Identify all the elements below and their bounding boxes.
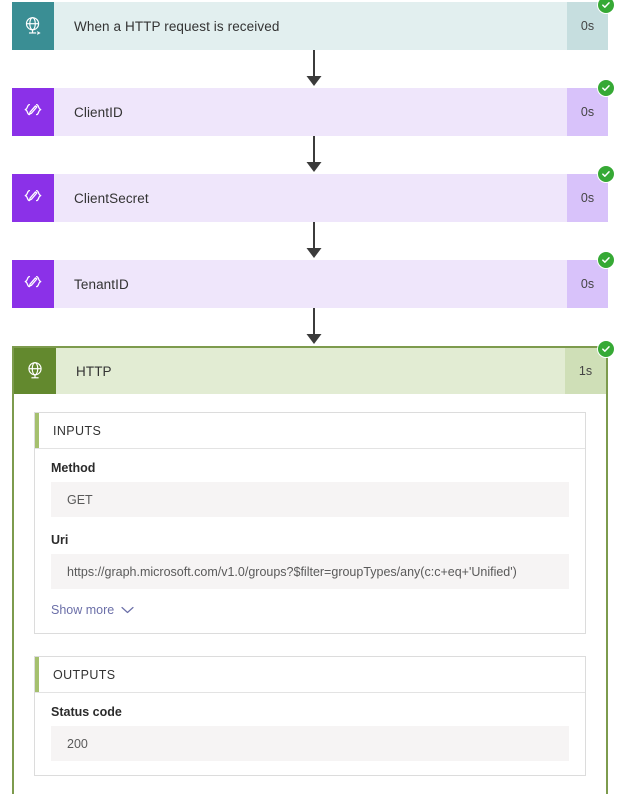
inputs-panel-header[interactable]: INPUTS [35,413,585,449]
flow-node-title: When a HTTP request is received [54,2,567,50]
inputs-label: INPUTS [53,423,102,438]
globe-http-icon [14,348,56,394]
field-value[interactable]: 200 [51,726,569,761]
inputs-panel-content: Method GET Uri https://graph.microsoft.c… [35,449,585,633]
panel-accent-bar [35,413,39,448]
status-badge-success [597,340,615,358]
field-value[interactable]: GET [51,482,569,517]
field-label: Uri [51,533,69,547]
show-more-label: Show more [51,603,115,617]
panel-accent-bar [35,657,39,692]
flow-node-title: ClientID [54,88,567,136]
field-label: Method [51,461,96,475]
http-details-body: INPUTS Method GET Uri https://graph.micr… [14,394,606,776]
outputs-panel-header[interactable]: OUTPUTS [35,657,585,693]
status-badge-success [597,79,615,97]
flow-connector-arrow [303,308,325,346]
flow-node-tenantid[interactable]: TenantID 0s [12,260,608,308]
compose-braces-pencil-icon [12,88,54,136]
outputs-panel: OUTPUTS Status code 200 [34,656,586,776]
flow-node-clientsecret[interactable]: ClientSecret 0s [12,174,608,222]
flow-connector-arrow [303,222,325,260]
flow-connector-arrow [303,136,325,174]
status-badge-success [597,251,615,269]
outputs-panel-content: Status code 200 [35,693,585,775]
show-more-button[interactable]: Show more [51,603,134,617]
field-label: Status code [51,705,122,719]
flow-node-title: HTTP [56,348,565,394]
chevron-down-icon [121,606,134,614]
flow-node-http-expanded: HTTP 1s INPUTS Method GET Uri https:/ [12,346,608,794]
flow-node-duration: 0s [567,174,608,222]
globe-request-icon [12,2,54,50]
flow-node-title: ClientSecret [54,174,567,222]
status-badge-success [597,0,615,14]
inputs-panel: INPUTS Method GET Uri https://graph.micr… [34,412,586,634]
flow-node-trigger[interactable]: When a HTTP request is received 0s [12,2,608,50]
field-value[interactable]: https://graph.microsoft.com/v1.0/groups?… [51,554,569,589]
outputs-label: OUTPUTS [53,667,116,682]
flow-node-http-header[interactable]: HTTP 1s [14,348,606,394]
flow-connector-arrow [303,50,325,88]
status-badge-success [597,165,615,183]
compose-braces-pencil-icon [12,174,54,222]
flow-node-title: TenantID [54,260,567,308]
field-method: Method GET [51,461,569,517]
field-status-code: Status code 200 [51,705,569,761]
flow-node-clientid[interactable]: ClientID 0s [12,88,608,136]
compose-braces-pencil-icon [12,260,54,308]
field-uri: Uri https://graph.microsoft.com/v1.0/gro… [51,533,569,589]
